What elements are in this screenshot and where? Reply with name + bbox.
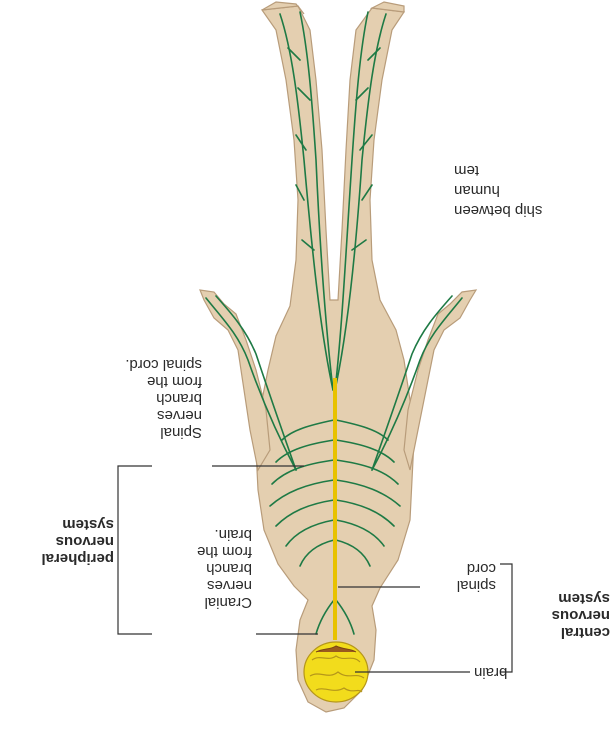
label-line: system bbox=[18, 516, 114, 533]
caption-line: human bbox=[454, 180, 614, 200]
label-line: from the bbox=[94, 373, 202, 390]
label-line: from the bbox=[156, 543, 252, 560]
caption-line: tem bbox=[454, 160, 614, 180]
caption-line: ship between bbox=[454, 200, 614, 220]
label-line: peripheral bbox=[18, 550, 114, 567]
label-line: spinal bbox=[424, 577, 496, 594]
label-line: Spinal bbox=[94, 424, 202, 441]
label-line: central bbox=[518, 624, 610, 641]
label-line: nerves bbox=[94, 407, 202, 424]
label-spinal-nerves: Spinal nerves branch from the spinal cor… bbox=[94, 356, 202, 441]
label-line: nervous bbox=[518, 607, 610, 624]
label-line: nerves bbox=[156, 577, 252, 594]
label-cranial-nerves: Cranial nerves branch from the brain. bbox=[156, 526, 252, 611]
label-line: branch bbox=[94, 390, 202, 407]
label-brain: brain bbox=[474, 664, 507, 681]
label-line: cord bbox=[424, 560, 496, 577]
label-peripheral-nervous-system: peripheral nervous system bbox=[18, 516, 114, 567]
label-line: spinal cord. bbox=[94, 356, 202, 373]
caption-fragment: ship between human tem bbox=[454, 160, 614, 220]
label-line: Cranial bbox=[156, 594, 252, 611]
label-line: brain. bbox=[156, 526, 252, 543]
label-spinal-cord: spinal cord bbox=[424, 560, 496, 594]
label-central-nervous-system: central nervous system bbox=[518, 590, 610, 641]
label-line: nervous bbox=[18, 533, 114, 550]
label-line: system bbox=[518, 590, 610, 607]
label-line: branch bbox=[156, 560, 252, 577]
